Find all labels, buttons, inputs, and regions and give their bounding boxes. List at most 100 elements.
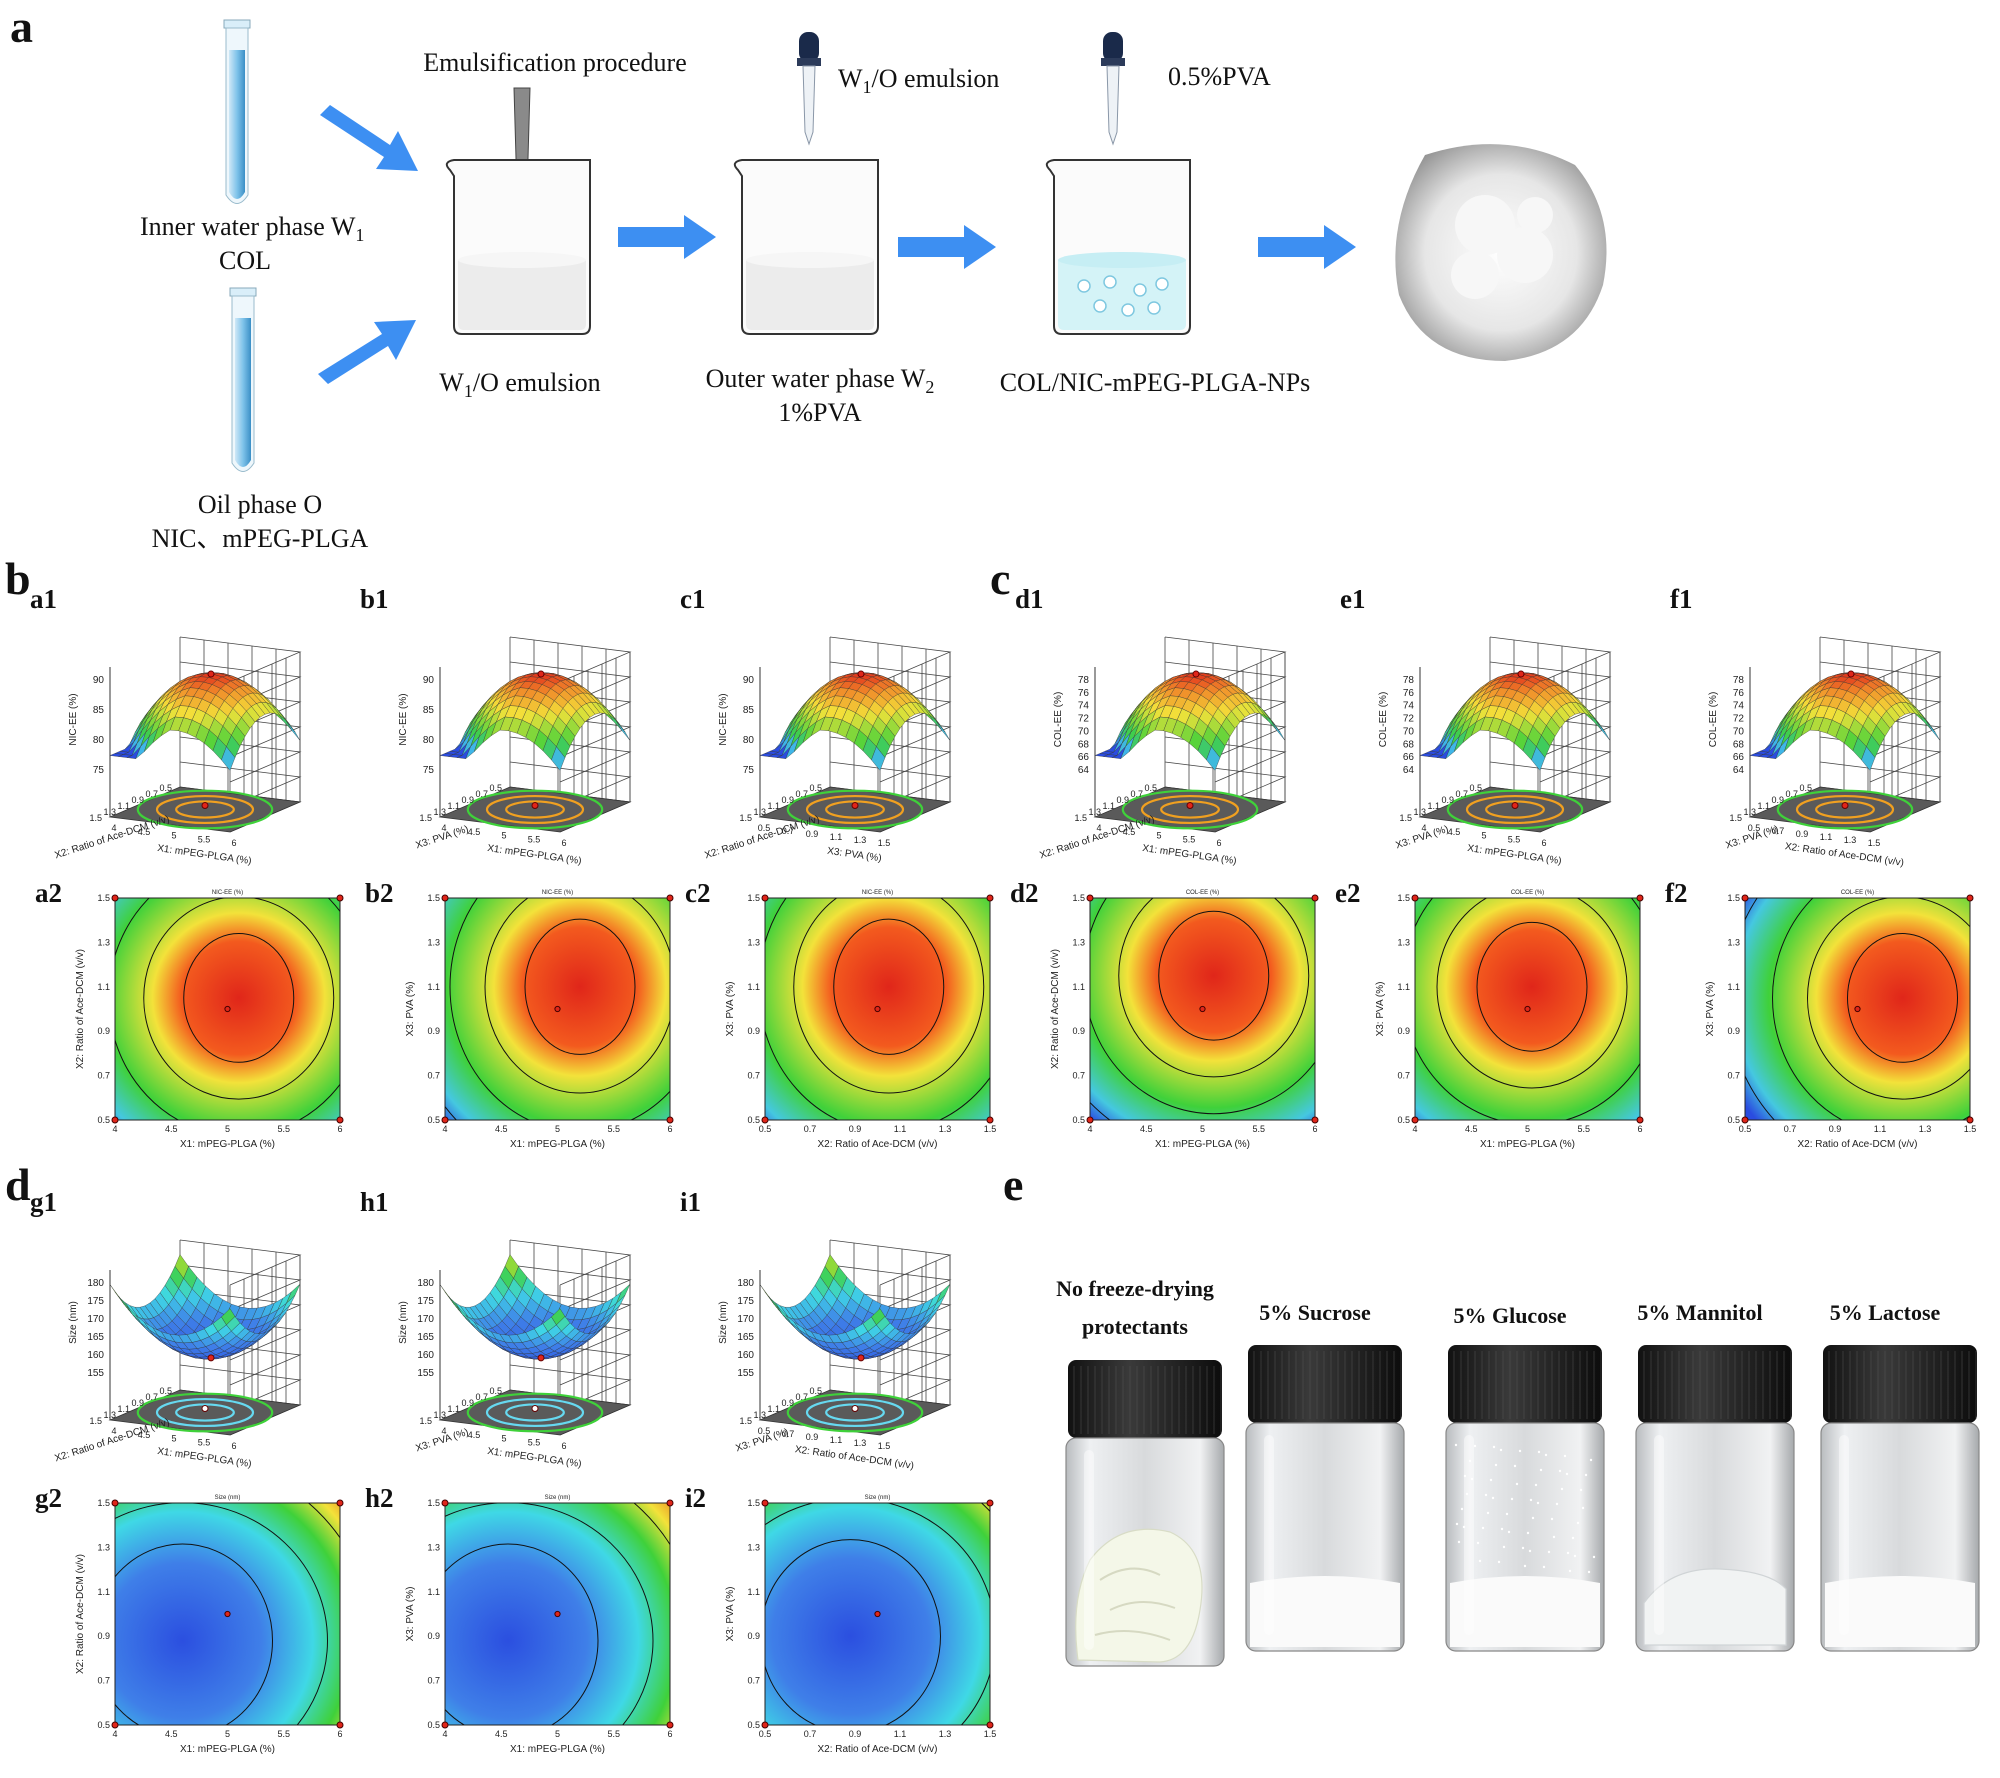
- response-surface: [1419, 672, 1611, 771]
- x-tick-label: 4: [1096, 823, 1101, 833]
- contour-line: [115, 1543, 273, 1725]
- x-tick-label: 5: [1156, 831, 1161, 841]
- x-tick-label: 0.9: [1796, 829, 1809, 839]
- contour-line: [833, 918, 945, 1055]
- x-tick-label: 6: [1541, 838, 1546, 848]
- y-tick-label: 0.9: [97, 1026, 110, 1036]
- design-point: [111, 894, 119, 902]
- y-tick-label: 1.3: [1727, 937, 1740, 947]
- z-tick-label: 78: [1733, 675, 1745, 686]
- design-point: [986, 1499, 994, 1507]
- design-point: [1199, 1005, 1206, 1013]
- contour-line: [115, 1503, 328, 1725]
- subpanel-label-g1: g1: [30, 1187, 57, 1217]
- z-tick-label: 76: [1078, 688, 1090, 699]
- design-point: [851, 1405, 859, 1412]
- z-axis-label: Size (nm): [68, 1301, 79, 1344]
- contour-line: [445, 1543, 599, 1725]
- z-tick-label: 76: [1733, 688, 1745, 699]
- subpanel-label-i1: i1: [680, 1187, 702, 1217]
- y-tick-label: 1.1: [747, 982, 760, 992]
- plot-title: COL-EE (%): [1511, 890, 1544, 896]
- arrow-icon: [898, 225, 996, 269]
- panel-label-e: e: [1003, 1159, 1024, 1210]
- z-axis-label: Size (nm): [398, 1301, 409, 1344]
- x-tick-label: 4: [441, 823, 446, 833]
- contour-line: [1807, 898, 1970, 1100]
- y-tick-label: 0.7: [145, 1392, 158, 1402]
- x-tick-label: 5.5: [607, 1124, 620, 1134]
- z-axis-label: Size (nm): [718, 1301, 729, 1344]
- x-tick-label: 6: [337, 1729, 342, 1739]
- x-tick-label: 4.5: [495, 1729, 508, 1739]
- vial-cap: [1248, 1345, 1402, 1423]
- inner-water-col-label: COL: [219, 246, 271, 275]
- x-tick-label: 0.5: [758, 823, 771, 833]
- y-tick-label: 1.1: [1727, 982, 1740, 992]
- y-axis-label: X2: Ratio of Ace-DCM (v/v): [75, 949, 86, 1069]
- y-tick-label: 0.5: [1072, 1115, 1085, 1125]
- x-tick-label: 5: [501, 831, 506, 841]
- y-tick-label: 1.3: [427, 937, 440, 947]
- x-axis-label: X1: mPEG-PLGA (%): [1467, 843, 1563, 867]
- z-tick-label: 160: [87, 1350, 104, 1361]
- z-axis-label: NIC-EE (%): [398, 693, 409, 745]
- contour-line: [765, 1539, 941, 1725]
- vial-label-lactose: 5% Lactose: [1829, 1300, 1941, 1325]
- z-tick-label: 68: [1403, 739, 1415, 750]
- y-tick-label: 1.3: [97, 1542, 110, 1552]
- design-point: [224, 1610, 231, 1618]
- z-tick-label: 90: [743, 675, 755, 686]
- y-tick-label: 0.5: [427, 1115, 440, 1125]
- design-point: [1524, 1005, 1531, 1013]
- inner-water-label: Inner water phase W1: [140, 212, 365, 246]
- contour-line: [1090, 898, 1315, 1115]
- x-tick-label: 5.5: [1508, 834, 1521, 844]
- design-point: [1311, 1116, 1319, 1124]
- x-axis-label: X3: PVA (%): [826, 846, 882, 865]
- y-tick-label: 0.7: [795, 789, 808, 799]
- y-tick-label: 1.3: [427, 1542, 440, 1552]
- plot-title: COL-EE (%): [1186, 890, 1219, 896]
- plot-title: NIC-EE (%): [212, 890, 243, 896]
- y-axis-label: X3: PVA (%): [725, 982, 736, 1037]
- design-point: [1741, 894, 1749, 902]
- x-axis-label: X2: Ratio of Ace-DCM (v/v): [1784, 841, 1904, 869]
- x-tick-label: 1.1: [1820, 832, 1833, 842]
- design-point: [1517, 670, 1525, 678]
- vial-photo: [1245, 1345, 1405, 1652]
- panel-label-c: c: [990, 553, 1011, 604]
- y-tick-label: 0.9: [747, 1026, 760, 1036]
- y-tick-label: 0.7: [1130, 789, 1143, 799]
- subpanel-label-a1: a1: [30, 584, 57, 614]
- design-point: [1311, 894, 1319, 902]
- vial-cap: [1448, 1345, 1602, 1423]
- x-tick-label: 0.7: [782, 1429, 795, 1439]
- z-tick-label: 66: [1403, 752, 1415, 763]
- z-tick-label: 74: [1403, 701, 1415, 712]
- x-tick-label: 5: [555, 1729, 560, 1739]
- design-point: [666, 1721, 674, 1729]
- y-tick-label: 1.5: [97, 1498, 110, 1508]
- plot-title: NIC-EE (%): [542, 890, 573, 896]
- lyophilized-powder: [1450, 1576, 1600, 1647]
- y-tick-label: 0.5: [747, 1720, 760, 1730]
- x-tick-label: 1.5: [1868, 838, 1881, 848]
- y-tick-label: 1.3: [747, 1542, 760, 1552]
- arrow-icon: [320, 105, 418, 171]
- y-tick-label: 0.9: [781, 795, 794, 805]
- contour-line: [1436, 898, 1628, 1089]
- contour-line: [1772, 898, 1970, 1120]
- z-tick-label: 80: [743, 735, 755, 746]
- y-tick-label: 1.3: [103, 1410, 116, 1420]
- x-tick-label: 6: [561, 838, 566, 848]
- x-tick-label: 1.3: [939, 1124, 952, 1134]
- vial-cap: [1638, 1345, 1792, 1423]
- x-tick-label: 0.5: [759, 1124, 772, 1134]
- panel-label-a: a: [10, 1, 33, 52]
- x-tick-label: 0.9: [849, 1729, 862, 1739]
- y-tick-label: 1.1: [117, 801, 130, 811]
- contour-line: [793, 898, 985, 1094]
